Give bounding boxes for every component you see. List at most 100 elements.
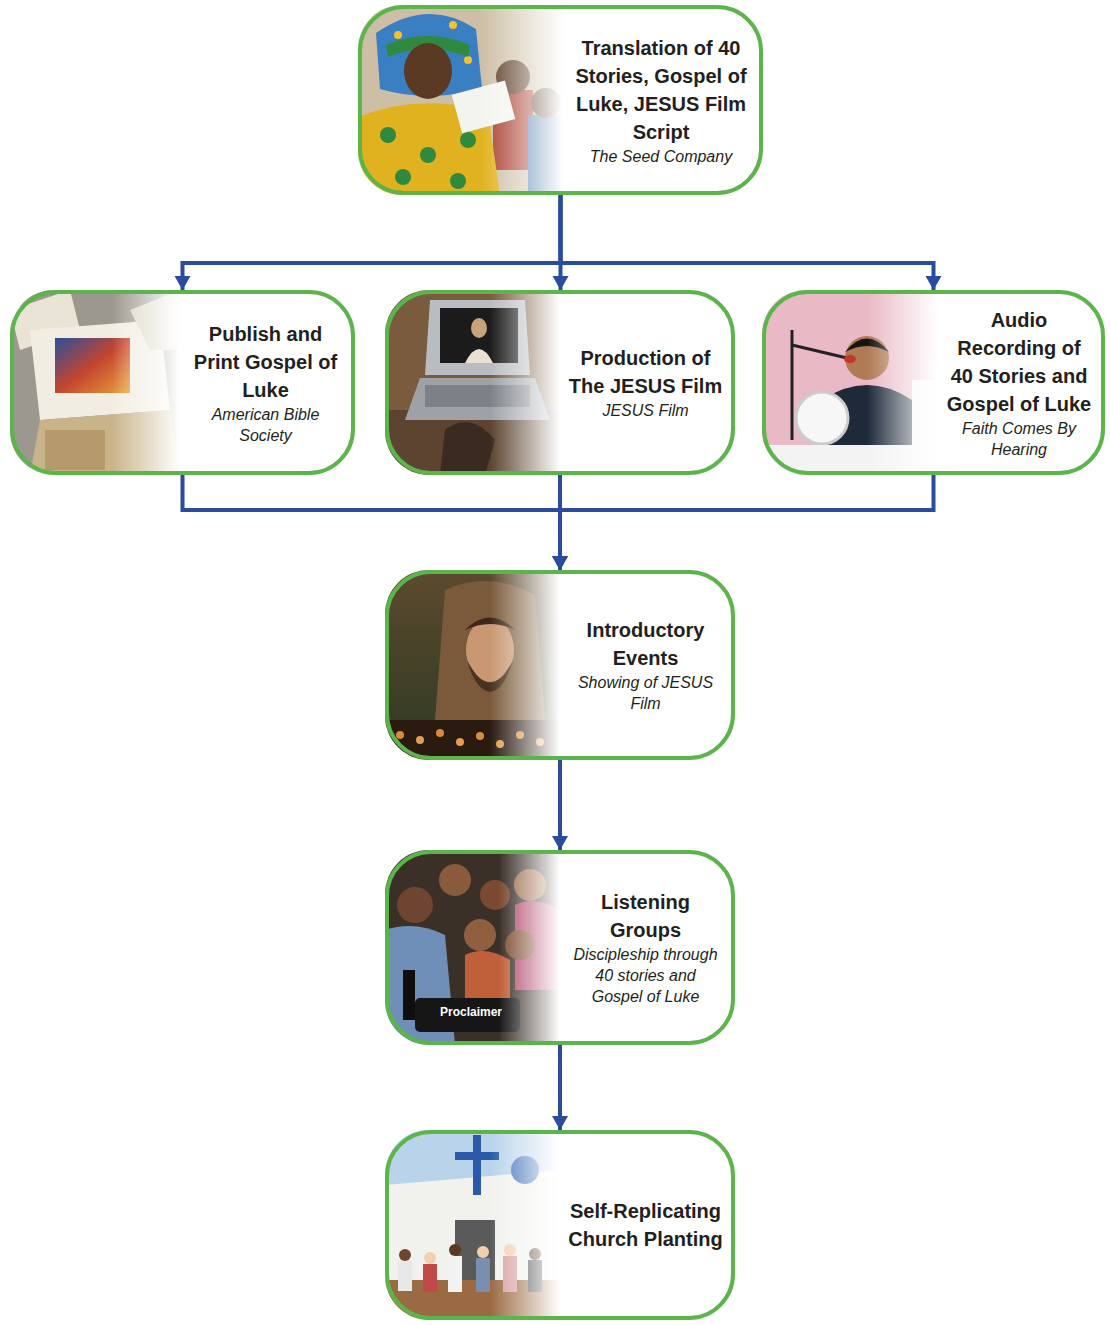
photo-detail — [516, 731, 524, 739]
box-title: Translation of 40 Stories, Gospel of Luk… — [571, 34, 751, 146]
photo-detail — [440, 422, 495, 475]
photo-detail — [394, 31, 402, 39]
photo-detail — [480, 880, 510, 910]
photo-detail — [449, 21, 457, 29]
flow-arrow — [552, 1045, 568, 1130]
photo-detail — [385, 570, 560, 760]
photo-boxes — [10, 290, 180, 475]
text-stack: Audio Recording of 40 Stories and Gospel… — [945, 306, 1093, 460]
flow-line — [561, 195, 934, 290]
photo-detail — [465, 951, 510, 1000]
photo-detail — [511, 1156, 539, 1184]
photo-detail — [416, 736, 424, 744]
photo-detail — [471, 318, 487, 338]
photo-detail — [465, 349, 493, 363]
arrow-head — [552, 1116, 568, 1130]
text-stack: Self-Replicating Church Planting — [568, 1197, 723, 1253]
box-title: Listening Groups — [568, 888, 723, 944]
photo-detail — [792, 345, 847, 358]
photo-detail — [762, 290, 937, 475]
photo-detail — [405, 378, 550, 420]
text-stack: Production of The JESUS FilmJESUS Film — [568, 344, 723, 421]
photo-detail — [505, 930, 535, 960]
text-column: Production of The JESUS FilmJESUS Film — [560, 294, 731, 471]
photo-detail — [455, 1152, 499, 1160]
photo-detail — [396, 731, 404, 739]
photo-detail — [440, 308, 518, 363]
photo-detail — [10, 290, 180, 475]
photo-detail — [30, 410, 180, 475]
process-box: Introductory EventsShowing of JESUS Film — [385, 570, 735, 760]
photo-detail — [449, 1244, 461, 1256]
photo-detail — [399, 1249, 411, 1261]
arrow-head — [552, 556, 568, 570]
photo-detail — [464, 56, 472, 64]
photo-detail — [456, 738, 464, 746]
photo-detail — [845, 336, 889, 380]
photo-detail — [762, 445, 937, 475]
photo-detail — [424, 1252, 436, 1264]
photo-detail — [397, 887, 433, 923]
photo-detail — [912, 380, 937, 475]
photo-detail — [844, 355, 856, 363]
box-subtitle: American Bible Society — [188, 404, 343, 446]
photo-detail — [503, 1256, 517, 1292]
photo-detail — [514, 869, 546, 901]
photo-detail — [476, 1258, 490, 1292]
process-box: Production of The JESUS FilmJESUS Film — [385, 290, 735, 475]
photo-detail — [425, 300, 530, 375]
photo-detail — [385, 850, 560, 1045]
box-subtitle: JESUS Film — [568, 400, 723, 421]
device-label: Proclaimer — [440, 1005, 502, 1019]
photo-detail — [477, 1246, 489, 1258]
photo-detail — [528, 1260, 542, 1292]
photo-group — [358, 5, 563, 195]
photo-detail — [476, 732, 484, 740]
arrow-head — [552, 556, 568, 570]
photo-detail — [504, 1244, 516, 1256]
photo-detail — [528, 115, 563, 195]
text-column: Listening GroupsDiscipleship through 40 … — [560, 854, 731, 1041]
photo-detail — [385, 1130, 560, 1320]
text-column: Self-Replicating Church Planting — [560, 1134, 731, 1316]
flow-line — [560, 475, 934, 570]
flow-arrow — [552, 475, 934, 570]
photo-detail — [358, 5, 563, 195]
photo-detail — [439, 864, 471, 896]
arrow-head — [553, 276, 569, 290]
box-title: Production of The JESUS Film — [568, 344, 723, 400]
box-title: Audio Recording of 40 Stories and Gospel… — [945, 306, 1093, 418]
photo-detail — [845, 339, 889, 353]
photo-detail — [448, 1256, 462, 1292]
arrow-head — [552, 836, 568, 850]
text-column: Translation of 40 Stories, Gospel of Luk… — [563, 9, 759, 191]
photo-group — [385, 1130, 560, 1320]
photo-detail — [435, 581, 545, 720]
photo-detail — [465, 618, 515, 631]
text-stack: Listening GroupsDiscipleship through 40 … — [568, 888, 723, 1007]
photo-laptop — [385, 290, 560, 475]
box-title: Introductory Events — [568, 616, 723, 672]
photo-reading-woman — [358, 5, 563, 195]
process-box: Self-Replicating Church Planting — [385, 1130, 735, 1320]
photo-detail — [420, 147, 436, 163]
text-stack: Introductory EventsShowing of JESUS Film — [568, 616, 723, 714]
box-subtitle: Showing of JESUS Film — [568, 672, 723, 714]
photo-detail — [398, 1261, 412, 1291]
box-title: Self-Replicating Church Planting — [568, 1197, 723, 1253]
arrow-head — [926, 276, 942, 290]
process-box: Translation of 40 Stories, Gospel of Luk… — [358, 5, 763, 195]
photo-detail — [385, 290, 560, 475]
photo-detail — [464, 919, 496, 951]
photo-detail — [423, 1264, 437, 1292]
box-title: Publish and Print Gospel of Luke — [188, 320, 343, 404]
box-subtitle: The Seed Company — [571, 146, 751, 167]
text-column: Audio Recording of 40 Stories and Gospel… — [937, 294, 1101, 471]
photo-detail — [395, 169, 411, 185]
photo-detail — [452, 80, 515, 133]
photo-church — [385, 1130, 560, 1320]
box-subtitle: Faith Comes By Hearing — [945, 418, 1093, 460]
photo-detail — [404, 43, 452, 99]
photo-detail — [460, 132, 476, 148]
photo-detail — [130, 290, 180, 350]
